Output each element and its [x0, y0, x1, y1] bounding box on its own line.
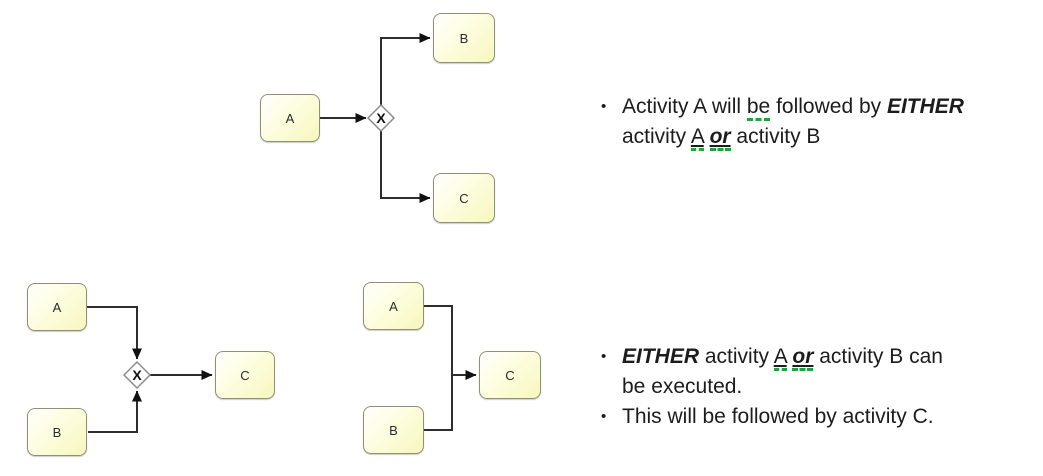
text-segment: EITHER	[886, 95, 964, 118]
bullet-line: • Activity A will be followed by EITHER	[598, 92, 1043, 122]
sequence-flow-gateway-to-b	[380, 33, 431, 106]
sequence-flow-gateway-to-c	[380, 130, 431, 203]
gateway-diamond	[366, 103, 396, 133]
text-segment: This will be followed by activity C.	[622, 405, 934, 428]
bullet-text: This will be followed by activity C.	[622, 402, 934, 432]
activity-box-join-c: C	[215, 351, 275, 399]
activity-box-split-a: A	[260, 94, 320, 142]
text-segment: activity B can	[813, 345, 943, 368]
activity-label: C	[240, 367, 250, 383]
activity-box-split-b: B	[433, 13, 495, 63]
text-segment: activity B	[730, 125, 821, 148]
text-segment: A	[690, 125, 704, 151]
text-segment: or	[792, 345, 814, 371]
bullet-line-continuation: be executed.	[598, 372, 1043, 402]
activity-label: C	[459, 190, 469, 206]
activity-box-merge-a: A	[363, 282, 424, 330]
bullet-text: Activity A will be followed by EITHER	[622, 92, 964, 122]
sequence-flow-b-to-join	[88, 390, 142, 433]
activity-label: B	[389, 422, 398, 438]
activity-label: B	[52, 424, 62, 440]
text-segment: be	[746, 95, 771, 121]
text-segment: activity	[699, 345, 774, 368]
bullet-glyph: •	[601, 98, 607, 115]
text-segment: activity	[622, 125, 691, 148]
xor-gateway-join: X	[122, 360, 152, 390]
text-segment: EITHER	[622, 345, 700, 368]
gateway-diamond	[122, 360, 152, 390]
sequence-flow-a-to-join	[87, 306, 142, 360]
text-segment: Activity A will	[622, 95, 747, 118]
activity-label: A	[389, 298, 398, 314]
activity-box-merge-c: C	[479, 351, 541, 399]
activity-box-merge-b: B	[363, 406, 424, 454]
xor-gateway-split: X	[366, 103, 396, 133]
activity-label: B	[459, 30, 469, 46]
sequence-flow-b-to-junction	[424, 374, 453, 431]
gateway-label: X	[132, 367, 142, 383]
activity-box-join-a: A	[27, 283, 87, 331]
bullet-spacer	[598, 122, 622, 152]
gateway-label: X	[376, 110, 386, 126]
activity-box-split-c: C	[433, 173, 495, 223]
sequence-flow-a-to-junction	[424, 305, 453, 376]
bullet-line-continuation: activity A or activity B	[598, 122, 1043, 152]
bullet-glyph: •	[601, 408, 607, 425]
activity-label: C	[505, 367, 515, 383]
activity-label: A	[52, 299, 62, 315]
notes-join: • EITHER activity A or activity B can be…	[598, 342, 1043, 432]
bullet-line: • EITHER activity A or activity B can	[598, 342, 1043, 372]
notes-split: • Activity A will be followed by EITHER …	[598, 92, 1043, 152]
text-segment: be executed.	[622, 375, 743, 398]
text-segment	[704, 125, 710, 148]
text-segment: or	[709, 125, 731, 151]
text-segment: followed by	[770, 95, 887, 118]
text-segment: A	[773, 345, 787, 371]
bullet-text: be executed.	[622, 372, 742, 402]
bullet-glyph: •	[601, 348, 607, 365]
bullet-spacer	[598, 372, 622, 402]
bullet-line: • This will be followed by activity C.	[598, 402, 1043, 432]
bullet-text: EITHER activity A or activity B can	[622, 342, 943, 372]
activity-label: A	[285, 110, 295, 126]
activity-box-join-b: B	[27, 408, 87, 456]
bullet-text: activity A or activity B	[622, 122, 820, 152]
